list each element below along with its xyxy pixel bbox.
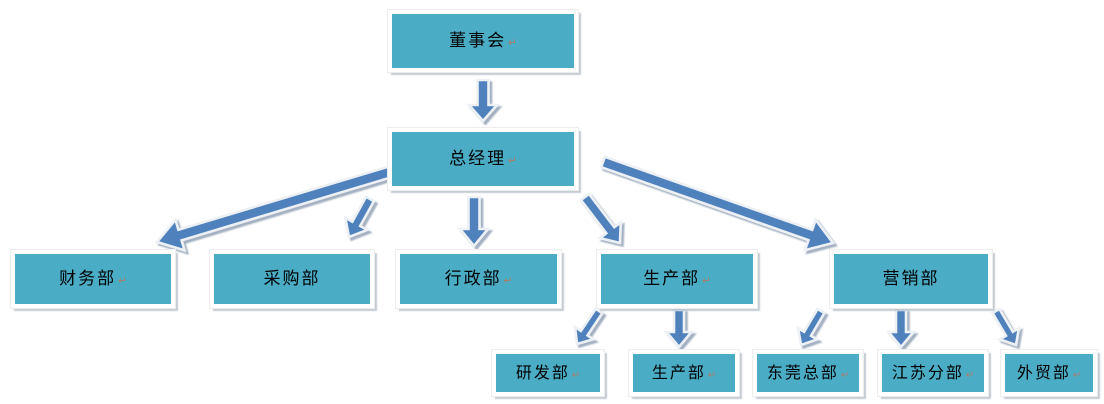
org-node-label: 外贸部	[1016, 363, 1071, 382]
org-node-label: 行政部	[444, 268, 502, 289]
paragraph-mark-icon: ↵	[1072, 369, 1082, 381]
org-node-administration[interactable]: 行政部↵	[396, 250, 561, 308]
paragraph-mark-icon: ↵	[508, 37, 517, 49]
org-node-label: 总经理	[449, 148, 507, 169]
org-node-dongguan-hq[interactable]: 东莞总部↵	[753, 350, 863, 396]
org-node-label: 东莞总部	[766, 363, 839, 382]
arrow-gm-to-purchasing[interactable]	[343, 195, 376, 239]
arrow-production-to-production-sub[interactable]	[663, 308, 695, 350]
org-node-rnd[interactable]: 研发部↵	[492, 350, 604, 396]
paragraph-mark-icon: ↵	[702, 275, 711, 287]
org-node-label: 生产部	[651, 363, 706, 382]
arrow-board-to-general-manager[interactable]	[466, 78, 500, 123]
paragraph-mark-icon: ↵	[118, 275, 127, 287]
arrow-marketing-to-dongguan[interactable]	[796, 307, 827, 347]
org-node-purchasing[interactable]: 采购部	[210, 250, 374, 308]
org-node-finance[interactable]: 财务部↵	[11, 250, 175, 308]
arrow-marketing-to-foreign-trade[interactable]	[990, 307, 1021, 347]
org-node-production[interactable]: 生产部↵	[597, 250, 757, 308]
paragraph-mark-icon: ↵	[571, 369, 581, 381]
paragraph-mark-icon: ↵	[840, 369, 850, 381]
org-node-label: 研发部	[515, 363, 570, 382]
org-node-production-sub[interactable]: 生产部↵	[629, 350, 739, 396]
arrow-marketing-to-jiangsu[interactable]	[885, 308, 917, 350]
arrow-gm-to-marketing[interactable]	[599, 155, 836, 252]
org-node-label: 生产部	[643, 268, 701, 289]
org-node-label: 采购部	[263, 268, 321, 289]
org-node-jiangsu-branch[interactable]: 江苏分部↵	[878, 350, 988, 396]
arrow-production-to-rnd[interactable]	[573, 306, 605, 346]
org-node-label: 营销部	[882, 268, 940, 289]
org-node-board[interactable]: 董事会↵	[388, 10, 578, 72]
paragraph-mark-icon: ↵	[965, 369, 975, 381]
org-node-general-manager[interactable]: 总经理↵	[388, 128, 578, 190]
paragraph-mark-icon: ↵	[707, 369, 717, 381]
org-node-label: 财务部	[59, 268, 117, 289]
org-node-foreign-trade[interactable]: 外贸部↵	[1001, 350, 1097, 396]
arrow-gm-to-administration[interactable]	[457, 195, 491, 249]
org-node-label: 董事会	[449, 30, 507, 51]
paragraph-mark-icon: ↵	[503, 275, 513, 287]
arrow-gm-to-production[interactable]	[579, 192, 623, 245]
org-node-marketing[interactable]: 营销部	[830, 250, 992, 308]
arrow-gm-to-finance[interactable]	[154, 164, 397, 253]
org-node-label: 江苏分部	[891, 363, 964, 382]
paragraph-mark-icon: ↵	[508, 155, 517, 167]
